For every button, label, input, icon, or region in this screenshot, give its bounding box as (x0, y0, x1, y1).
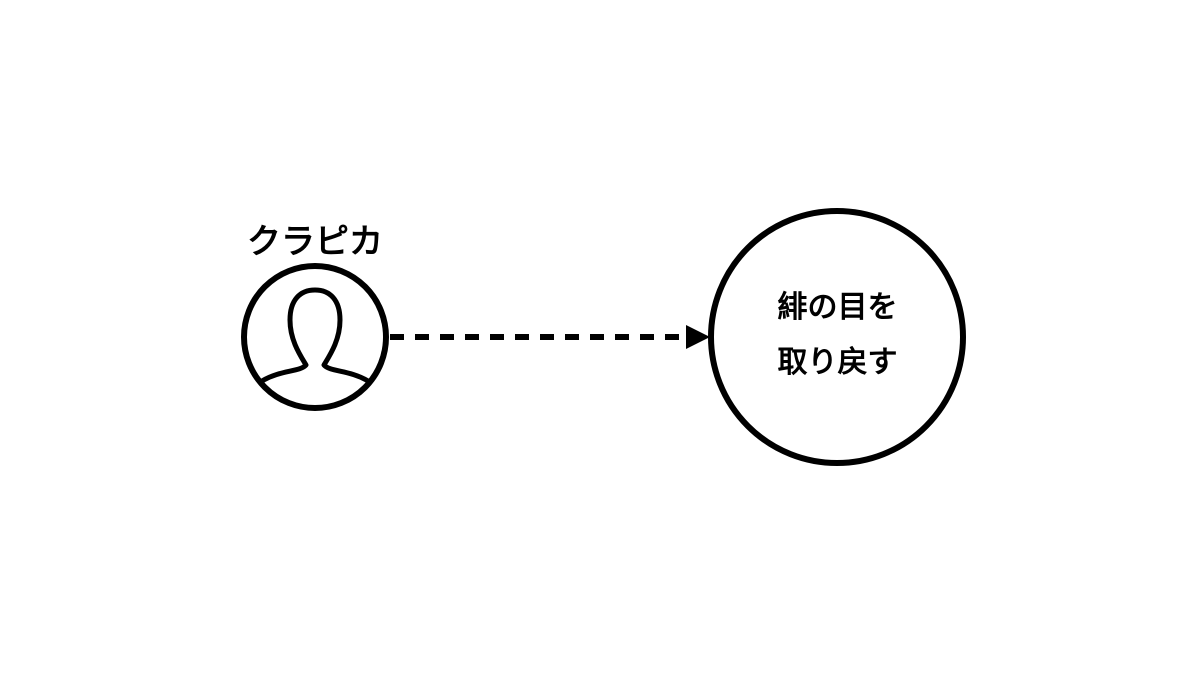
person-icon (260, 287, 370, 384)
goal-label: 緋の目を 取り戻す (710, 280, 965, 390)
actor-node (241, 263, 389, 411)
goal-line-2: 取り戻す (777, 345, 898, 380)
actor-label: クラピカ (247, 222, 383, 262)
arrowhead-icon (686, 325, 710, 349)
actor-circle (241, 263, 389, 411)
goal-circle (708, 208, 966, 466)
goal-line-1: 緋の目を (777, 290, 898, 325)
